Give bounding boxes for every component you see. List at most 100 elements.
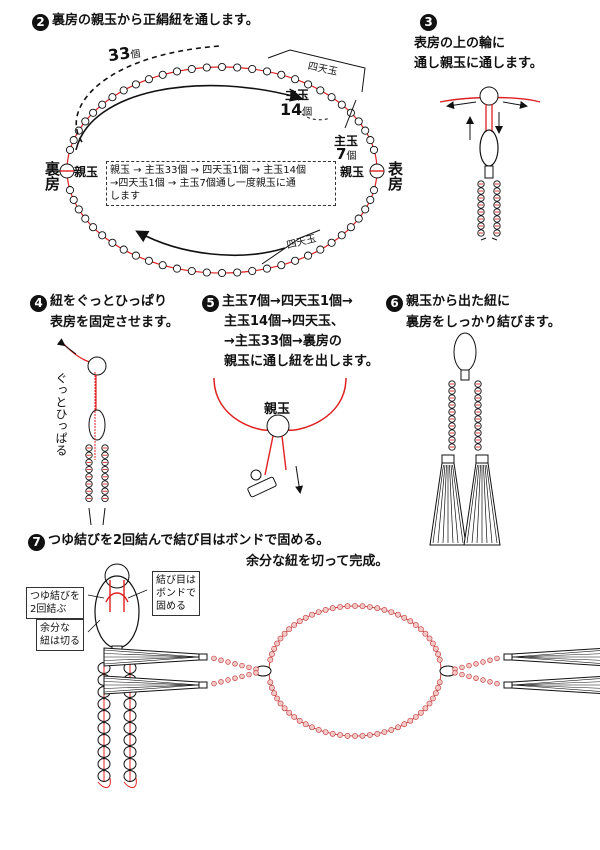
juzu-fringe-line [511,650,600,658]
juzu-fringe-line [103,656,200,661]
loop-bead [119,86,128,95]
shudama-label-2: 主玉 [334,134,359,148]
cut-callout-line1: 余分な [40,623,70,634]
oyadama-right-label: 親玉 [340,165,365,179]
juzu-bead [388,727,395,733]
step-number-5: 5 [202,295,219,312]
loop-bead [202,63,211,72]
juzu-strand-bead [218,679,224,685]
fringe-line [437,464,446,544]
juzu-bead [286,709,292,716]
loop-bead [217,62,227,72]
loop-bead [233,63,242,72]
juzu-strand-bead [232,675,238,681]
loop-bead [217,268,227,278]
juzu-tassel-cap [198,681,208,689]
step3-line2: 通し親玉に通します。 [414,56,543,71]
juzu-fringe-line [511,684,600,689]
juzu-strand-bead [225,659,231,665]
juzu-bead [274,695,280,702]
tassel-cap [441,454,455,464]
fringe-line [449,464,454,544]
fringe-line [466,464,478,544]
juzu-bead [435,684,441,691]
loop-bead [89,223,98,232]
juzu-bead [315,727,322,733]
knot-callout-line2: ボンドで [156,588,196,599]
loop-bead [98,231,107,240]
tassel-cap [475,454,489,464]
loop-bead [248,64,257,74]
juzu-strand-bead [239,662,245,669]
juzu-bead [432,690,439,697]
juzu-strand-bead [246,664,252,671]
step2-bead-loop [59,62,385,278]
juzu-strand-bead [211,680,217,687]
juzu-bead [374,730,381,737]
loop-bead [74,205,83,214]
juzu-bead [291,714,298,720]
juzu-bead [407,717,414,724]
loop-bead [98,100,107,109]
juzu-fringe-line [511,656,600,661]
juzu-tassel-cap [503,681,513,689]
step4-line2: 表房を固定させます。 [50,315,179,330]
loop-bead [187,64,196,74]
step5-line3: →主玉33個→裏房の [224,334,342,349]
step3-heading: 3 [420,12,440,31]
juzu-bead [359,732,366,739]
step-number-6: 6 [386,295,403,312]
instruction-line3: します [110,191,140,202]
juzu-strand-bead [452,670,458,676]
loop-bead [337,100,346,109]
count14-unit: 個 [302,107,313,118]
juzu-bead [337,732,343,738]
juzu-bead [281,630,288,637]
loop-bead [131,80,140,89]
juzu-bead [417,626,424,633]
step3-illustration [439,86,541,241]
loop-bead [304,251,313,260]
juzu-bead [412,714,419,720]
juzu-bead [302,614,309,621]
tsuyu-callout-line2: 2回結ぶ [30,604,67,615]
fringe-line [432,464,444,544]
juzu-bead [417,709,424,716]
loop-bead [65,186,75,195]
juzu-bead [268,684,275,691]
fringe-line [476,464,481,544]
juzu-bead [388,609,395,615]
juzu-bead [296,717,303,724]
step6-line1: 親玉から出た紐に [406,294,511,309]
juzu-bead [271,690,278,697]
loop-bead [187,266,196,276]
step6-line2: 裏房をしっかり結びます。 [406,315,561,330]
loop-bead [158,70,167,79]
step4-line1: 紐をぐっとひっぱり [50,294,168,309]
juzu-strand-bead [239,673,245,680]
juzu-bead [366,604,373,610]
juzu-fringe-line [103,649,200,658]
oyadama-left-label: 親玉 [74,165,99,179]
juzu-strand-bead [246,671,252,678]
juzu-strand-bead [211,655,217,662]
juzu-bead [426,635,433,642]
juzu-bead [274,640,280,647]
count14-number: 14 [280,100,303,119]
juzu-fringe-line [103,656,200,665]
step5-line1: 主玉7個→四天玉1個→ [222,294,353,309]
step-number-4: 4 [30,295,47,312]
juzu-bead [322,607,329,613]
juzu-bead [267,679,274,686]
juzu-fringe-line [511,681,600,686]
loop-bead [131,251,140,260]
step-number-2: 2 [32,14,49,31]
instruction-line2: →四天玉1個 → 主玉7個通し一度親玉に通 [110,178,296,189]
juzu-bead [271,645,278,652]
step3-line1: 表房の上の輪に [414,36,506,51]
juzu-bead [407,618,414,625]
tassel3-tip [480,237,498,241]
